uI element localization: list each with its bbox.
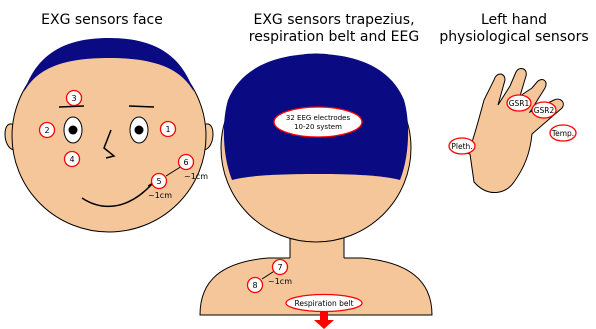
hand-sensor-gsr2-label: GSR2 [534,106,555,115]
hand-sensor-gsr2: GSR2 [532,102,556,118]
face-sensor-6: 6 [179,155,194,170]
face-distance-label-upper: ~1cm [184,172,208,181]
right-eyebrow [59,106,84,107]
face-sensor-4-label: 4 [69,155,74,164]
face-sensor-4: 4 [65,152,80,167]
face-sensor-2-label: 2 [44,126,49,135]
back-sensor-7: 7 [273,260,288,275]
left-pupil [135,126,144,135]
hand-sensor-pleth: Pleth. [449,138,475,154]
face-sensor-5-label: 5 [156,177,161,186]
back-sensor-8-label: 8 [252,281,257,290]
right-pupil [69,126,78,135]
hand-sensor-pleth-label: Pleth. [451,142,472,151]
left-eyebrow [129,106,154,107]
eeg-label-line-2: 10-20 system [294,123,342,131]
face-sensor-1-label: 1 [165,125,170,134]
back-distance-label: ~1cm [268,277,292,286]
left-hand [453,69,563,193]
eeg-label-line-1: 32 EEG electrodes [286,114,351,122]
face-sensor-3-label: 3 [71,94,76,103]
eeg-electrodes-label: 32 EEG electrodes 10-20 system [274,107,362,137]
respiration-belt-text: Respiration belt [294,299,353,308]
face-sensor-2: 2 [40,123,55,138]
face-sensor-1: 1 [161,122,176,137]
face-sensor-3: 3 [67,91,82,106]
hand-sensor-temp: Temp. [550,125,576,141]
back-sensor-8: 8 [248,278,263,293]
hand-figure [453,69,563,193]
face-figure [5,38,213,232]
face-sensor-5: 5 [152,174,167,189]
hand-sensor-gsr1: GSR1 [507,95,531,111]
hand-sensor-gsr1-label: GSR1 [509,99,530,108]
hand-sensor-temp-label: Temp. [551,129,574,138]
back-sensor-7-label: 7 [277,263,282,272]
back-figure [200,54,432,315]
face-distance-label-lower: ~1cm [148,191,172,200]
face-sensor-6-label: 6 [183,158,188,167]
respiration-belt-label: Respiration belt [286,295,362,312]
